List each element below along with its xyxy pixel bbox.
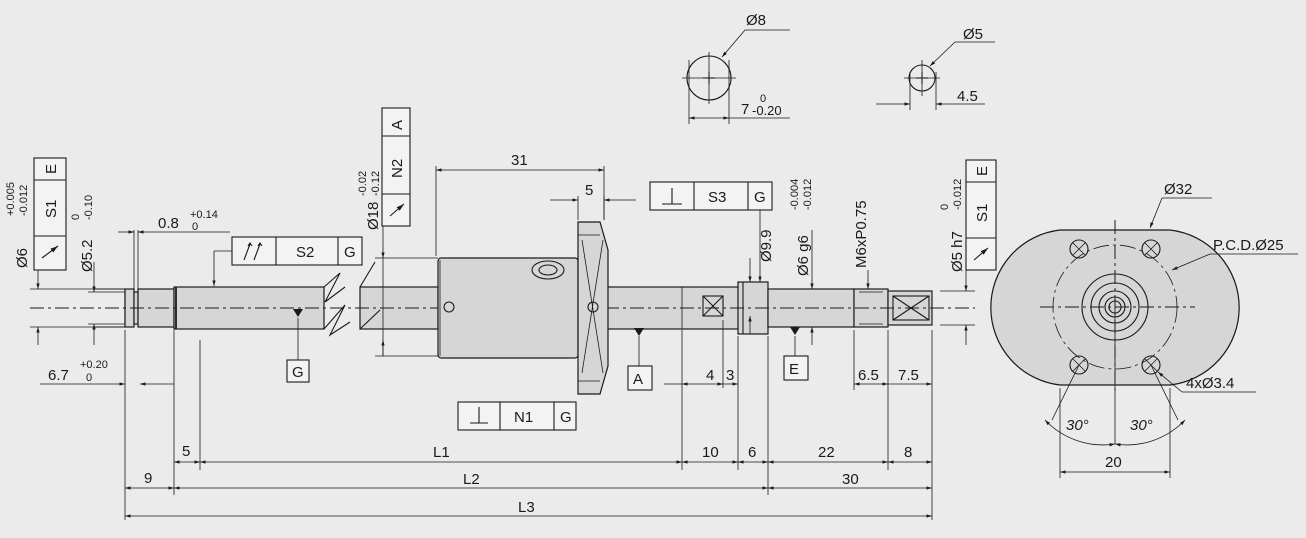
dim-d18-tol-upper: -0.02 bbox=[357, 171, 369, 196]
datum-a-box bbox=[627, 365, 653, 391]
dim-d32: Ø32 bbox=[1164, 181, 1192, 198]
frame-s1-right-datum: E bbox=[974, 166, 991, 176]
runout-arrow-icon bbox=[973, 247, 989, 261]
dim-d6-tol-lower: -0.012 bbox=[18, 185, 30, 216]
runout-arrow-icon bbox=[41, 245, 59, 259]
dim-d9-9: Ø9.9 bbox=[758, 229, 775, 262]
perpendicularity-icon bbox=[470, 407, 488, 424]
dim-6-7: 6.7 bbox=[48, 367, 69, 384]
runout-arrow-icon bbox=[389, 203, 405, 217]
frame-n2-datum: A bbox=[389, 120, 406, 130]
total-runout-icon bbox=[243, 242, 263, 261]
dim-d18-tol-lower: -0.12 bbox=[370, 171, 382, 196]
dim-3: 3 bbox=[726, 367, 734, 384]
dim-6-7-tol-upper: +0.20 bbox=[80, 359, 108, 371]
frame-s3 bbox=[649, 181, 773, 211]
dim-6-5: 6.5 bbox=[858, 367, 879, 384]
right-dimensions: S3 G Ø9.9 Ø6 g6 -0.004 -0.012 M6xP0.75 Ø… bbox=[649, 159, 997, 520]
dim-4: 4 bbox=[706, 367, 714, 384]
frame-s3-label: S3 bbox=[708, 189, 726, 206]
dim-m6: M6xP0.75 bbox=[853, 200, 870, 268]
frame-s1-right-label: S1 bbox=[974, 204, 991, 222]
dim-pcd: P.C.D.Ø25 bbox=[1213, 237, 1284, 254]
frame-n1-label: N1 bbox=[514, 409, 533, 426]
frame-n1 bbox=[457, 401, 577, 431]
dim-5-flange: 5 bbox=[585, 182, 593, 199]
nut-dimensions: Ø18 -0.02 -0.12 A N2 31 5 N1 G A bbox=[357, 107, 653, 431]
dim-9: 9 bbox=[144, 470, 152, 487]
dim-20: 20 bbox=[1105, 454, 1122, 471]
dim-d5: Ø5 bbox=[963, 26, 983, 43]
dim-5-left: 5 bbox=[182, 443, 190, 460]
frame-s1-left-datum: E bbox=[43, 164, 60, 174]
dim-22: 22 bbox=[818, 444, 835, 461]
datum-a: A bbox=[633, 371, 643, 388]
datum-g: G bbox=[292, 364, 304, 381]
dim-l1: L1 bbox=[433, 444, 450, 461]
mounting-hole bbox=[1069, 239, 1161, 375]
dim-holes: 4xØ3.4 bbox=[1186, 375, 1234, 392]
dim-l2: L2 bbox=[463, 471, 480, 488]
dim-d5-2-tol-upper: 0 bbox=[70, 214, 82, 220]
dim-d6-g6: Ø6 g6 bbox=[795, 235, 812, 276]
dim-groove-tol-lower: 0 bbox=[192, 221, 198, 233]
dim-d8: Ø8 bbox=[746, 12, 766, 29]
dim-d5-h7-tol-upper: 0 bbox=[939, 204, 951, 210]
dim-d6-tol-upper: +0.005 bbox=[5, 182, 17, 216]
dim-6-7-tol-lower: 0 bbox=[86, 372, 92, 384]
dim-angle-30-left: 30° bbox=[1066, 417, 1089, 434]
screw-shaft bbox=[30, 261, 975, 337]
section-d8: Ø8 7 0 -0.20 bbox=[682, 12, 790, 124]
dim-31: 31 bbox=[511, 152, 528, 169]
dim-8: 8 bbox=[904, 444, 912, 461]
dim-d18: Ø18 bbox=[365, 202, 382, 230]
datum-g-box bbox=[286, 359, 310, 383]
dim-d5-h7: Ø5 h7 bbox=[949, 231, 966, 272]
datum-e-box bbox=[783, 355, 809, 381]
dim-d6-left: Ø6 bbox=[14, 248, 31, 268]
datum-e: E bbox=[789, 361, 799, 378]
dim-d6-g6-tol-lower: -0.012 bbox=[802, 179, 814, 210]
perpendicularity-icon bbox=[662, 188, 682, 205]
left-dimensions: Ø6 +0.005 -0.012 Ø5.2 0 -0.10 E S1 0.8 +… bbox=[5, 157, 363, 520]
dim-7-tol-upper: 0 bbox=[760, 93, 766, 105]
frame-s2-datum: G bbox=[344, 244, 356, 261]
dim-6: 6 bbox=[748, 444, 756, 461]
frame-s1-left-label: S1 bbox=[43, 200, 60, 218]
dim-d5-h7-tol-lower: -0.012 bbox=[952, 179, 964, 210]
frame-s2-label: S2 bbox=[296, 244, 314, 261]
dim-d5-2: Ø5.2 bbox=[79, 239, 96, 272]
frame-n2 bbox=[381, 107, 411, 227]
dim-4-5: 4.5 bbox=[957, 88, 978, 105]
dim-7-tol-lower: -0.20 bbox=[752, 103, 782, 118]
dim-groove: 0.8 bbox=[158, 215, 179, 232]
flange-end-view: Ø32 P.C.D.Ø25 4xØ3.4 30° 30° 20 bbox=[990, 181, 1298, 478]
dim-7: 7 bbox=[741, 101, 749, 118]
ball-nut bbox=[437, 221, 609, 395]
dim-d5-2-tol-lower: -0.10 bbox=[83, 195, 95, 220]
dim-groove-tol-upper: +0.14 bbox=[190, 209, 218, 221]
dim-30: 30 bbox=[842, 471, 859, 488]
dim-10: 10 bbox=[702, 444, 719, 461]
frame-s2 bbox=[231, 236, 363, 266]
section-d5: Ø5 4.5 bbox=[876, 26, 995, 110]
frame-n2-label: N2 bbox=[389, 159, 406, 178]
frame-s3-datum: G bbox=[754, 189, 766, 206]
length-dimensions: 5 L1 10 6 22 8 9 L2 30 L3 bbox=[125, 336, 932, 518]
dim-l3: L3 bbox=[518, 499, 535, 516]
dim-d6-g6-tol-upper: -0.004 bbox=[789, 179, 801, 210]
dim-angle-30-right: 30° bbox=[1130, 417, 1153, 434]
dim-7-5: 7.5 bbox=[898, 367, 919, 384]
frame-n1-datum: G bbox=[560, 409, 572, 426]
